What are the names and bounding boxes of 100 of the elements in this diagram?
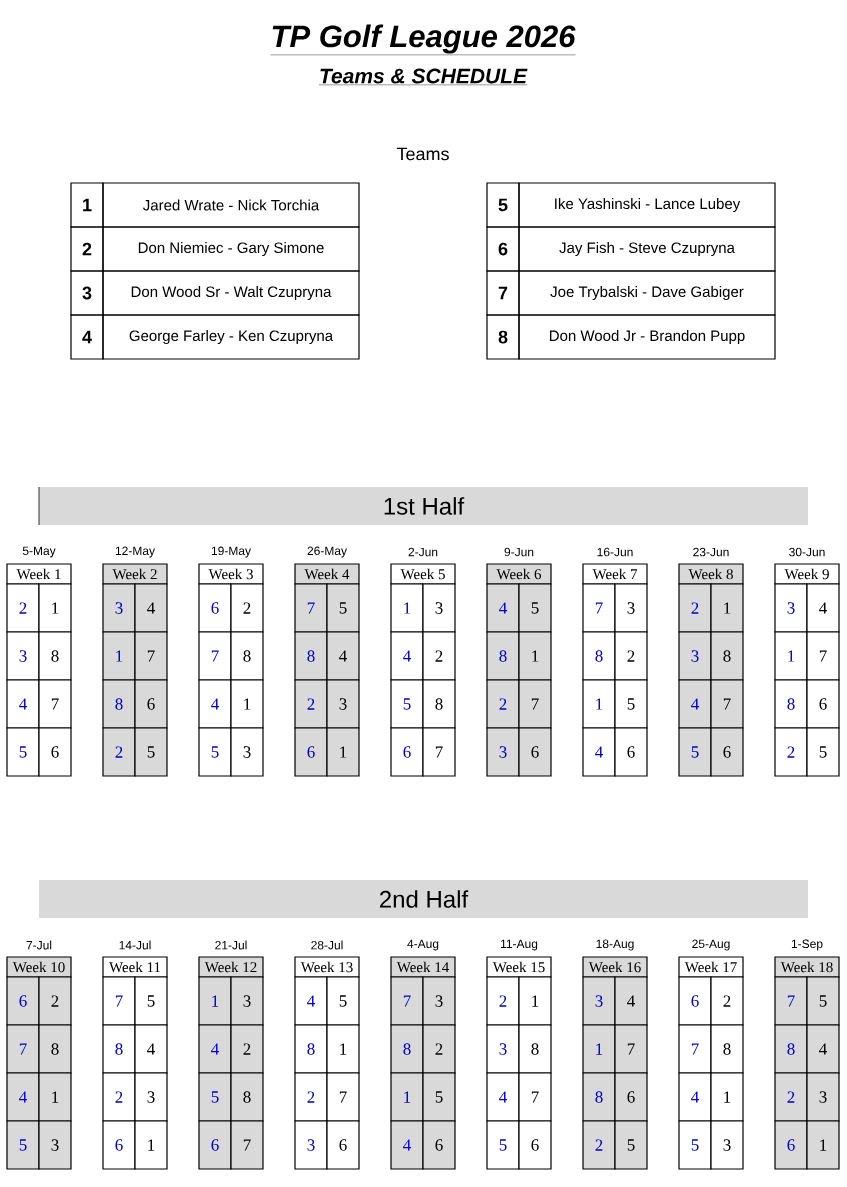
match-cell: 6 (294, 727, 328, 777)
match-cell: 8 (582, 1072, 616, 1122)
date-label: 16-Jun (597, 547, 633, 557)
team-number-cell: 8 (486, 314, 520, 360)
match-cell: 5 (518, 583, 552, 633)
match-cell: 7 (198, 631, 232, 681)
match-cell: 4 (806, 583, 840, 633)
match-cell: 2 (678, 583, 712, 633)
team-number-cell: 7 (486, 270, 520, 316)
match-cell: 1 (38, 1072, 72, 1122)
match-cell: 1 (710, 583, 744, 633)
match-cell: 8 (38, 631, 72, 681)
match-cell: 1 (806, 1120, 840, 1170)
match-cell: 1 (390, 583, 424, 633)
date-label: 14-Jul (119, 940, 151, 950)
date-label: 21-Jul (215, 940, 247, 950)
team-name-cell: George Farley - Ken Czupryna (102, 314, 360, 360)
match-cell: 2 (230, 1024, 264, 1074)
team-name-cell: Don Niemiec - Gary Simone (102, 226, 360, 272)
week-header-cell: Week 16 (582, 956, 648, 978)
match-cell: 7 (582, 583, 616, 633)
week-header-cell: Week 5 (390, 563, 456, 585)
match-cell: 2 (486, 976, 520, 1026)
match-cell: 6 (518, 727, 552, 777)
match-cell: 6 (198, 1120, 232, 1170)
match-cell: 8 (710, 631, 744, 681)
match-cell: 7 (326, 1072, 360, 1122)
week-header-cell: Week 12 (198, 956, 264, 978)
date-label: 23-Jun (693, 547, 729, 557)
match-cell: 5 (806, 727, 840, 777)
team-name-cell: Don Wood Jr - Brandon Pupp (518, 314, 776, 360)
match-cell: 3 (6, 631, 40, 681)
match-cell: 8 (102, 679, 136, 729)
date-label: 25-Aug (692, 939, 730, 951)
title: TP Golf League 2026 (270, 24, 576, 56)
week-header-cell: Week 15 (486, 956, 552, 978)
match-cell: 4 (806, 1024, 840, 1074)
match-cell: 7 (6, 1024, 40, 1074)
match-cell: 2 (422, 631, 456, 681)
match-cell: 6 (774, 1120, 808, 1170)
match-cell: 2 (710, 976, 744, 1026)
subtitle: Teams & SCHEDULE (318, 68, 528, 86)
match-cell: 8 (486, 631, 520, 681)
match-cell: 2 (294, 1072, 328, 1122)
match-cell: 6 (614, 727, 648, 777)
date-label: 26-May (307, 546, 347, 558)
match-cell: 3 (102, 583, 136, 633)
match-cell: 2 (422, 1024, 456, 1074)
week-header-cell: Week 3 (198, 563, 264, 585)
team-name-cell: Joe Trybalski - Dave Gabiger (518, 270, 776, 316)
match-cell: 1 (230, 679, 264, 729)
match-cell: 5 (678, 1120, 712, 1170)
match-cell: 7 (518, 1072, 552, 1122)
week-header-cell: Week 18 (774, 956, 840, 978)
match-cell: 1 (326, 727, 360, 777)
match-cell: 4 (134, 1024, 168, 1074)
match-cell: 2 (582, 1120, 616, 1170)
match-cell: 5 (6, 727, 40, 777)
week-header-cell: Week 1 (6, 563, 72, 585)
week-header-cell: Week 4 (294, 563, 360, 585)
match-cell: 8 (230, 1072, 264, 1122)
team-number-cell: 5 (486, 182, 520, 228)
match-cell: 8 (710, 1024, 744, 1074)
team-name-cell: Ike Yashinski - Lance Lubey (518, 182, 776, 228)
week-header-cell: Week 9 (774, 563, 840, 585)
match-cell: 3 (710, 1120, 744, 1170)
week-header-cell: Week 6 (486, 563, 552, 585)
match-cell: 4 (6, 679, 40, 729)
week-header-cell: Week 13 (294, 956, 360, 978)
team-number-cell: 3 (70, 270, 104, 316)
date-label: 19-May (211, 546, 251, 558)
match-cell: 1 (38, 583, 72, 633)
match-cell: 6 (134, 679, 168, 729)
team-number-cell: 2 (70, 226, 104, 272)
match-cell: 1 (518, 631, 552, 681)
match-cell: 6 (518, 1120, 552, 1170)
match-cell: 1 (710, 1072, 744, 1122)
match-cell: 1 (582, 679, 616, 729)
match-cell: 2 (486, 679, 520, 729)
match-cell: 4 (390, 1120, 424, 1170)
match-cell: 2 (6, 583, 40, 633)
team-name-cell: Jared Wrate - Nick Torchia (102, 182, 360, 228)
match-cell: 2 (294, 679, 328, 729)
date-label: 9-Jun (504, 547, 534, 557)
date-label: 28-Jul (311, 940, 343, 950)
half-banner: 2nd Half (39, 880, 808, 918)
date-label: 2-Jun (408, 547, 438, 557)
match-cell: 3 (486, 727, 520, 777)
match-cell: 5 (326, 976, 360, 1026)
match-cell: 8 (422, 679, 456, 729)
match-cell: 3 (806, 1072, 840, 1122)
match-cell: 3 (582, 976, 616, 1026)
team-number-cell: 1 (70, 182, 104, 228)
match-cell: 3 (422, 583, 456, 633)
match-cell: 3 (134, 1072, 168, 1122)
week-header-cell: Week 8 (678, 563, 744, 585)
week-header-cell: Week 11 (102, 956, 168, 978)
match-cell: 1 (390, 1072, 424, 1122)
date-label: 5-May (22, 546, 56, 558)
match-cell: 8 (582, 631, 616, 681)
